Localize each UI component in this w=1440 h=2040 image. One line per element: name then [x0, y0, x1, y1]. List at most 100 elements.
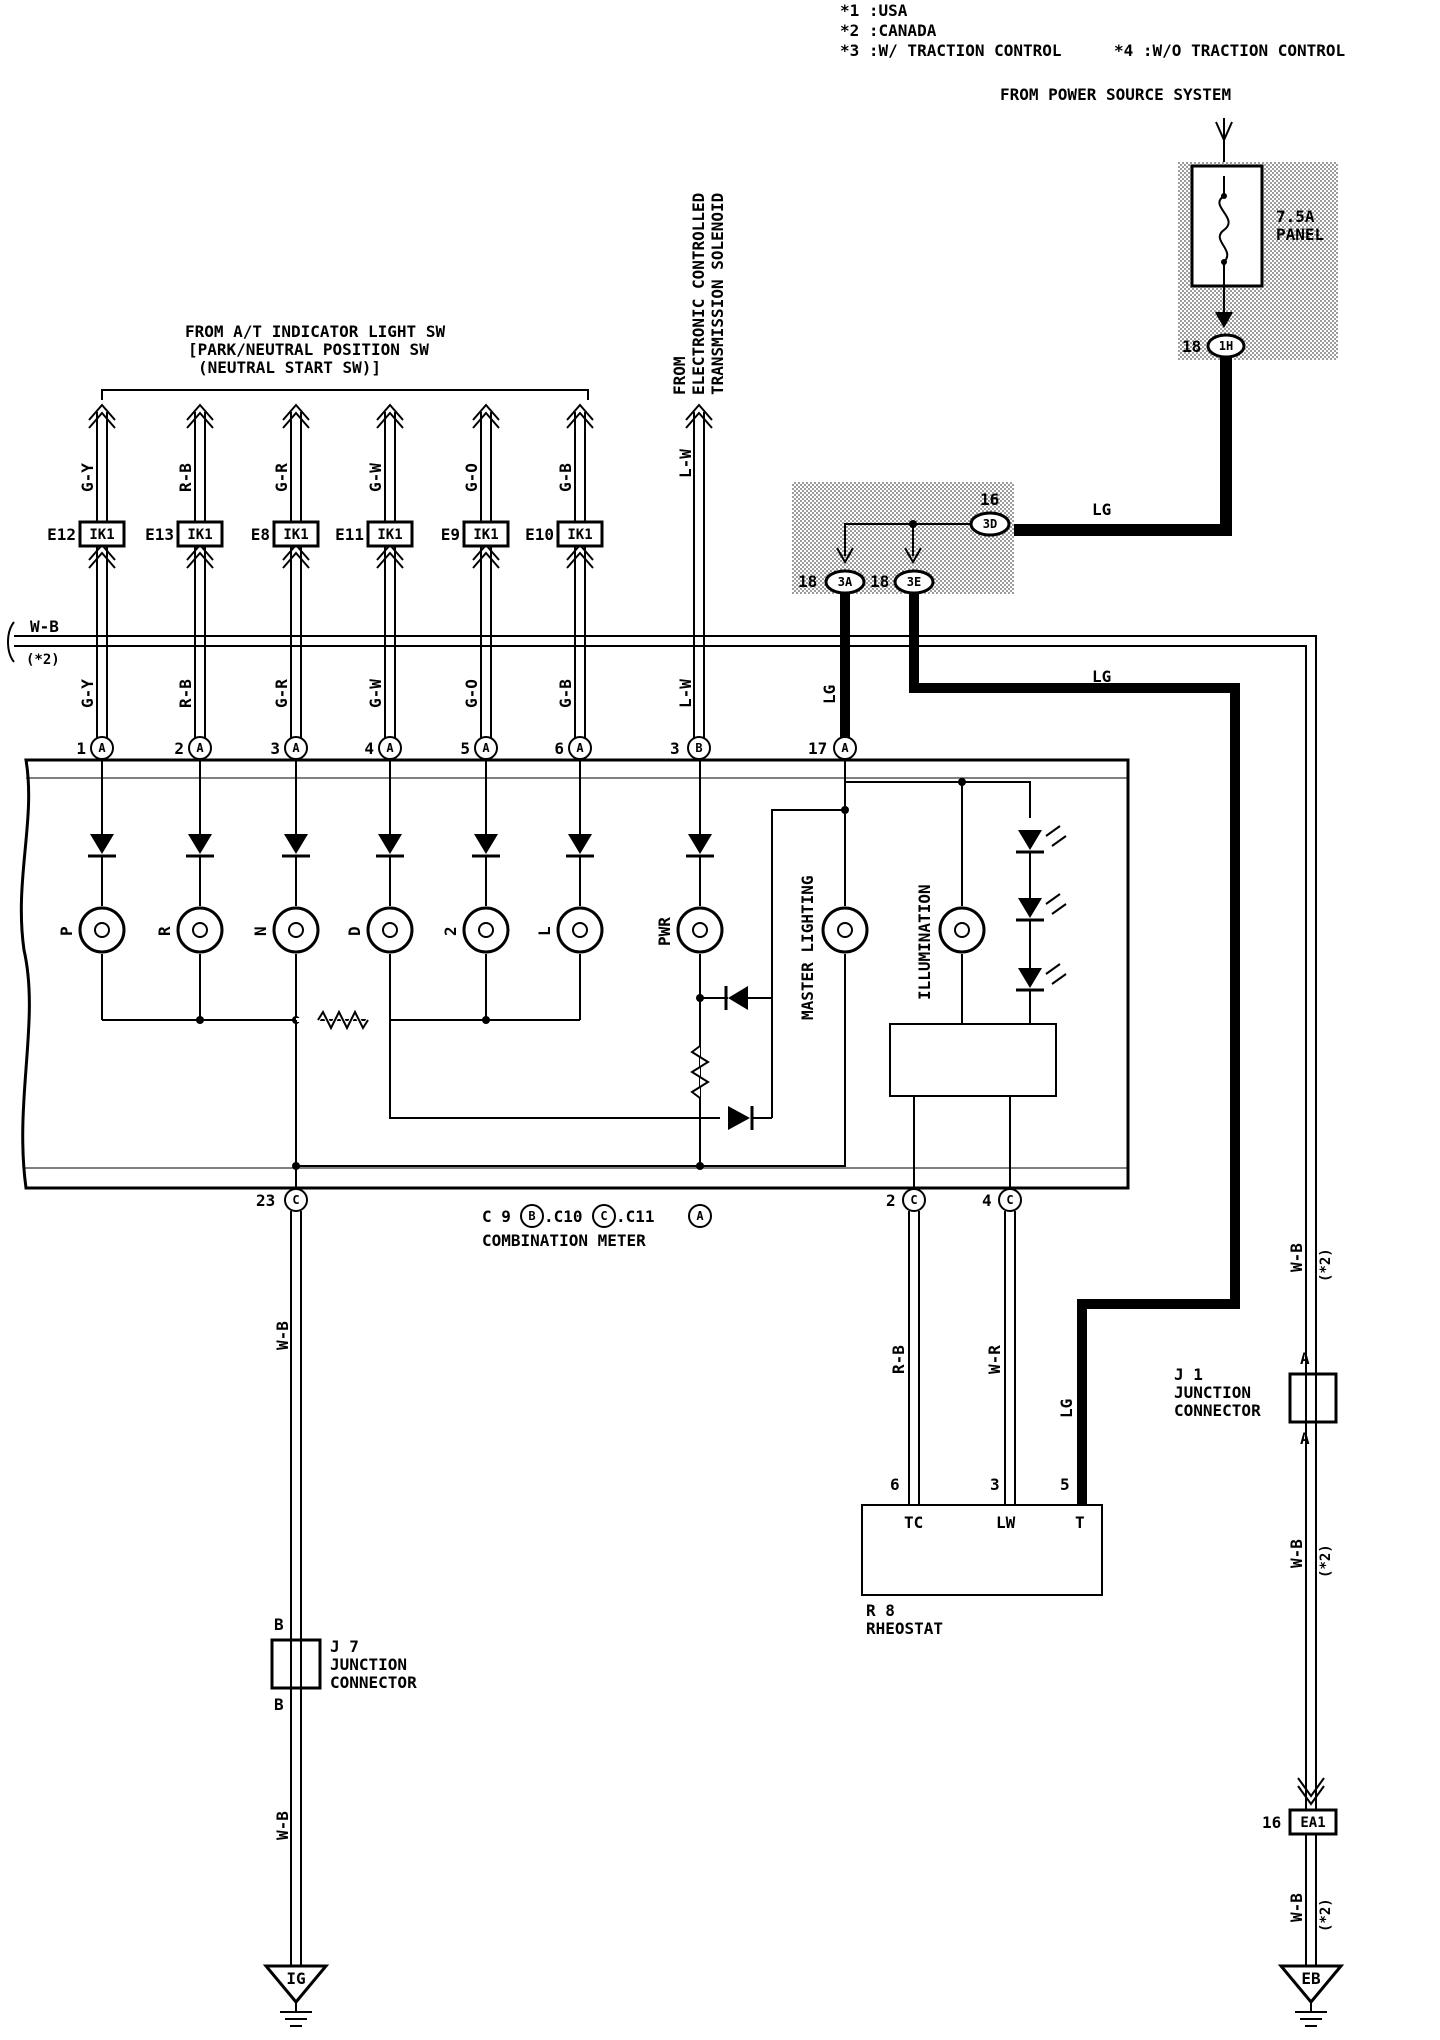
diode-icon [474, 834, 498, 854]
conn-3e-pin: 18 [870, 572, 889, 591]
fuse-rating: 7.5A [1276, 207, 1315, 226]
lamp-label: P [57, 926, 76, 936]
indicator-line2: [PARK/NEUTRAL POSITION SW [188, 340, 429, 359]
wire-wr-label: W-R [985, 1345, 1004, 1374]
rheostat-pin-5: 5 [1060, 1475, 1070, 1494]
lamp-pwr-label: PWR [655, 917, 674, 946]
meter-name: COMBINATION METER [482, 1231, 646, 1250]
lamp-icon [78, 906, 126, 954]
meter-conn-c9: C 9 [482, 1207, 511, 1226]
wire-label-bottom: G-W [366, 679, 385, 708]
svg-text:3A: 3A [838, 575, 853, 589]
svg-text:B: B [528, 1209, 535, 1223]
lamp-icon [556, 906, 604, 954]
ea1-label: EA1 [1300, 1815, 1325, 1831]
wire-lg-rheostat [909, 593, 1240, 1505]
meter-pin-label: 3 [270, 739, 280, 758]
note-canada: *2 :CANADA [840, 21, 937, 40]
indicator-source: FROM A/T INDICATOR LIGHT SW [PARK/NEUTRA… [101, 322, 589, 400]
wire-label-bottom: G-Y [78, 679, 97, 708]
conn-3a-pin: 18 [798, 572, 817, 591]
meter-pin-label: 4 [364, 739, 374, 758]
lamp-label: R [155, 926, 174, 936]
lamp-5: 2 [441, 760, 510, 1020]
solenoid-line3: TRANSMISSION SOLENOID [708, 193, 727, 395]
diode-icon [378, 834, 402, 854]
e-pin-label: E8 [251, 525, 270, 544]
meter-pin-conn-letter: A [196, 741, 204, 755]
ik1-label: IK1 [567, 527, 592, 543]
power-from-label: FROM POWER SOURCE SYSTEM [1000, 85, 1231, 104]
wire-label-top: G-W [366, 463, 385, 492]
ik1-label: IK1 [377, 527, 402, 543]
ik1-label: IK1 [89, 527, 114, 543]
diode-icon [284, 834, 308, 854]
wire-wb-right-note-2: (*2) [1318, 1544, 1334, 1578]
ground-ig-icon [262, 1964, 330, 2005]
rheostat-wiring: R-B W-R 6 3 5 TC LW T R 8 RHEOSTAT [861, 1211, 1103, 1638]
lamp-label: N [251, 926, 270, 936]
ea1-pin: 16 [1262, 1813, 1281, 1832]
conn-3d [969, 511, 1011, 537]
lamp-2: R [155, 760, 224, 1020]
j7-bottom-pin: B [274, 1695, 284, 1714]
svg-text:A: A [696, 1209, 704, 1223]
ik1-label: IK1 [283, 527, 308, 543]
svg-text:B: B [695, 741, 702, 755]
ea1-connector [1288, 1808, 1338, 1836]
conn-1h-pin: 18 [1182, 337, 1201, 356]
rheostat-tc: TC [904, 1513, 923, 1532]
wire-label-bottom: R-B [176, 679, 195, 708]
wire-label-top: R-B [176, 463, 195, 492]
lamp-icon [272, 906, 320, 954]
meter-pin-conn-letter: A [292, 741, 300, 755]
svg-text:C: C [910, 1193, 917, 1207]
meter-pin-label: 1 [76, 739, 86, 758]
j7-top-pin: B [274, 1615, 284, 1634]
lamp-label: L [535, 926, 554, 936]
lamp-4: D [345, 760, 414, 962]
wire-label-top: G-Y [78, 463, 97, 492]
lamp-label: 2 [441, 926, 460, 936]
diode-icon [568, 834, 592, 854]
ik1-label: IK1 [187, 527, 212, 543]
indicator-line3: (NEUTRAL START SW)] [198, 358, 381, 377]
ground-wire-left: W-B W-B B B J 7 JUNCTION CONNECTOR IG [262, 1211, 417, 2027]
j1-top-pin: A [1300, 1349, 1310, 1368]
wire-wb-left-note: (*2) [26, 652, 60, 668]
lamp-pwr-icon [676, 906, 724, 954]
dimmer-block [889, 1023, 1057, 1097]
pin-2: 2 [886, 1191, 896, 1210]
indicator-brace [101, 389, 589, 400]
svg-text:1H: 1H [1219, 339, 1233, 353]
ground-eb-label: EB [1301, 1969, 1321, 1988]
meter-pin-conn-letter: A [482, 741, 490, 755]
wire-wb-right-3: W-B [1287, 1893, 1306, 1922]
wire-wb-right-note-1: (*2) [1318, 1248, 1334, 1282]
illumination-label: ILLUMINATION [915, 884, 934, 1000]
resistor-icon [317, 1009, 369, 1031]
e-pin-label: E10 [525, 525, 554, 544]
meter-pin-conn-letter: A [386, 741, 394, 755]
wire-wb-ig-bottom: W-B [273, 1811, 292, 1840]
wire-label-bottom: G-O [462, 679, 481, 708]
wire-rb-label: R-B [889, 1345, 908, 1374]
lamp-icon [462, 906, 510, 954]
lamp-1: P [57, 760, 126, 1020]
meter-pin-label: 6 [554, 739, 564, 758]
lamp-illumination-icon [938, 906, 986, 954]
junction-block: 16 3D 18 3A 18 3E [792, 482, 1014, 595]
meter-bottom-connectors: 23 C 2 C 4 C C 9 B .C10 C .C11 A COMBINA… [256, 1188, 1022, 1250]
j1-junction-connector [1288, 1372, 1338, 1424]
wire-lg-label-mid: LG [1092, 667, 1111, 686]
note-no-traction: *4 :W/O TRACTION CONTROL [1114, 41, 1345, 60]
power-source: FROM POWER SOURCE SYSTEM 7.5A PANEL 18 1… [1000, 85, 1338, 360]
power-arrow-icon [1215, 121, 1233, 143]
wire-wb-left-label: W-B [30, 617, 59, 636]
